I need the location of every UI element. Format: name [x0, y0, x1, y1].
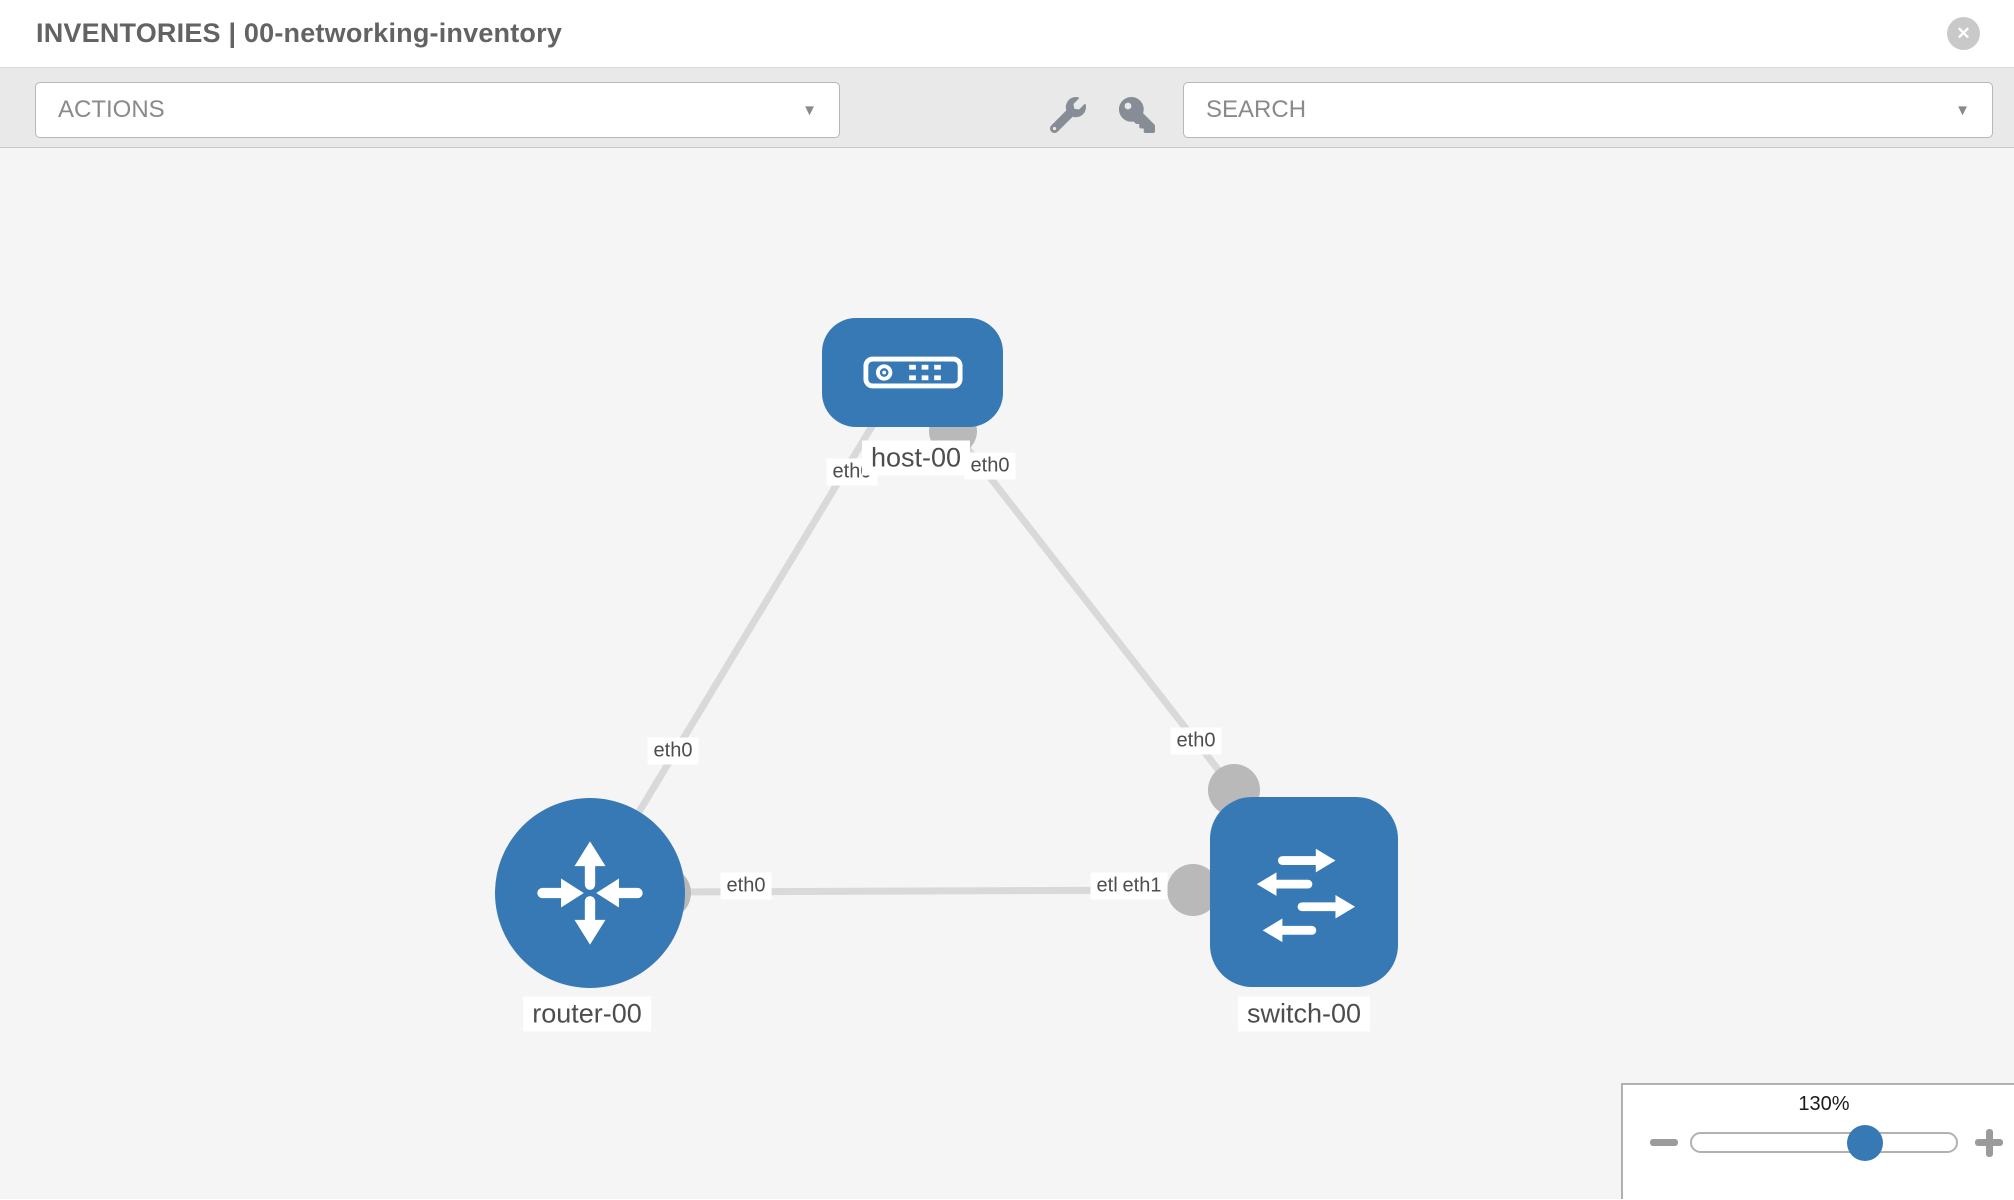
node-label-router: router-00: [523, 996, 651, 1032]
node-label-host: host-00: [861, 440, 971, 476]
zoom-slider-handle[interactable]: [1847, 1125, 1883, 1161]
interface-label: eth0: [720, 872, 772, 900]
interface-label: eth1: [1116, 872, 1168, 900]
port-switch-eth1[interactable]: [1167, 864, 1219, 916]
host-icon: [862, 356, 963, 389]
close-button[interactable]: ✕: [1947, 17, 1980, 50]
minus-icon: [1650, 1139, 1678, 1146]
interface-label: eth0: [964, 452, 1016, 480]
node-router-00[interactable]: [495, 798, 685, 988]
chevron-down-icon: ▼: [802, 101, 817, 119]
node-switch-00[interactable]: [1210, 797, 1398, 987]
topology-canvas[interactable]: eth0 eth0 eth0 eth0 eth0 eth0 eth1 host-…: [0, 148, 2014, 1199]
node-label-switch: switch-00: [1237, 996, 1371, 1032]
panel-header: INVENTORIES | 00-networking-inventory ✕: [0, 0, 2014, 68]
interface-label: eth0: [647, 737, 699, 765]
router-icon: [537, 841, 643, 945]
search-select-label: SEARCH: [1206, 96, 1307, 123]
node-host-00[interactable]: [822, 318, 1003, 427]
interface-label: eth0: [1170, 727, 1222, 755]
page-title: INVENTORIES | 00-networking-inventory: [36, 18, 563, 48]
zoom-panel: 130%: [1621, 1083, 2014, 1199]
zoom-out-button[interactable]: [1650, 1139, 1678, 1146]
actions-select[interactable]: ACTIONS ▼: [35, 82, 840, 138]
zoom-in-button[interactable]: [1975, 1128, 2003, 1157]
actions-select-label: ACTIONS: [58, 96, 165, 123]
zoom-slider-track[interactable]: [1690, 1132, 1958, 1153]
links-layer: [587, 407, 1260, 919]
wrench-icon[interactable]: [1050, 97, 1086, 133]
key-icon[interactable]: [1119, 97, 1155, 133]
search-select[interactable]: SEARCH ▼: [1183, 82, 1993, 138]
toolbar: ACTIONS ▼ SEARCH ▼: [0, 68, 2014, 148]
switch-icon: [1256, 848, 1356, 943]
toolbar-icons: [1050, 97, 1155, 133]
close-icon: ✕: [1956, 23, 1971, 43]
zoom-level-value: 130%: [1798, 1093, 1850, 1115]
chevron-down-icon: ▼: [1955, 101, 1970, 119]
